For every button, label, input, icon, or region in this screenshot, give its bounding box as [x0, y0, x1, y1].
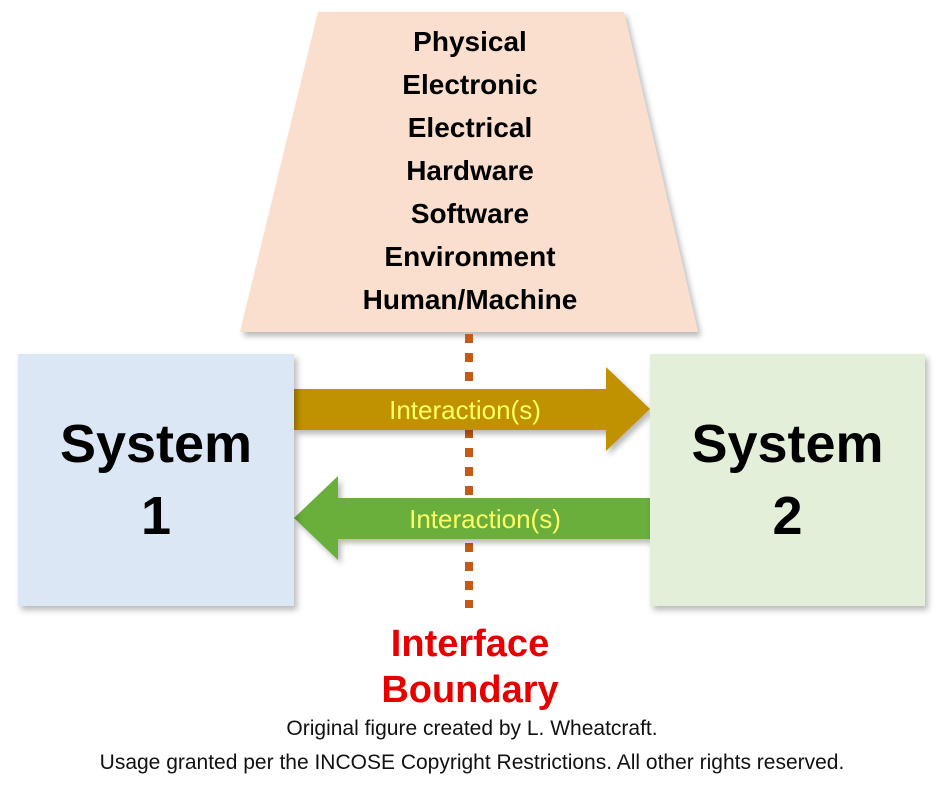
interface-type-list: Physical Electronic Electrical Hardware …	[300, 20, 640, 321]
interface-types-trapezoid	[240, 12, 698, 332]
interface-type-item: Hardware	[406, 155, 534, 186]
system-1-box: System 1	[18, 354, 294, 606]
interface-boundary-line1: Interface	[390, 623, 550, 665]
interface-type-item: Electrical	[407, 112, 533, 143]
system-1-number: 1	[140, 486, 172, 546]
interaction-label-right: Interaction(s)	[389, 395, 541, 425]
interface-type-item: Human/Machine	[362, 284, 578, 315]
interface-type-item: Physical	[413, 26, 527, 57]
credit-line-usage: Usage granted per the INCOSE Copyright R…	[99, 751, 845, 774]
interface-boundary-line2: Boundary	[381, 669, 559, 711]
system-2-label: System	[691, 414, 884, 474]
interface-type-item: Environment	[384, 241, 556, 272]
interface-boundary-label: Interface Boundary	[320, 621, 620, 713]
system-2-number: 2	[772, 486, 803, 546]
interaction-arrow-left	[294, 476, 650, 560]
credit-line-author: Original figure created by L. Wheatcraft…	[286, 717, 658, 740]
interface-type-item: Software	[410, 198, 530, 229]
interaction-arrow-right	[294, 367, 650, 451]
interface-type-item: Electronic	[402, 69, 538, 100]
system-1-label: System	[59, 414, 253, 474]
system-2-box: System 2	[650, 354, 925, 606]
interaction-label-left: Interaction(s)	[409, 504, 561, 534]
